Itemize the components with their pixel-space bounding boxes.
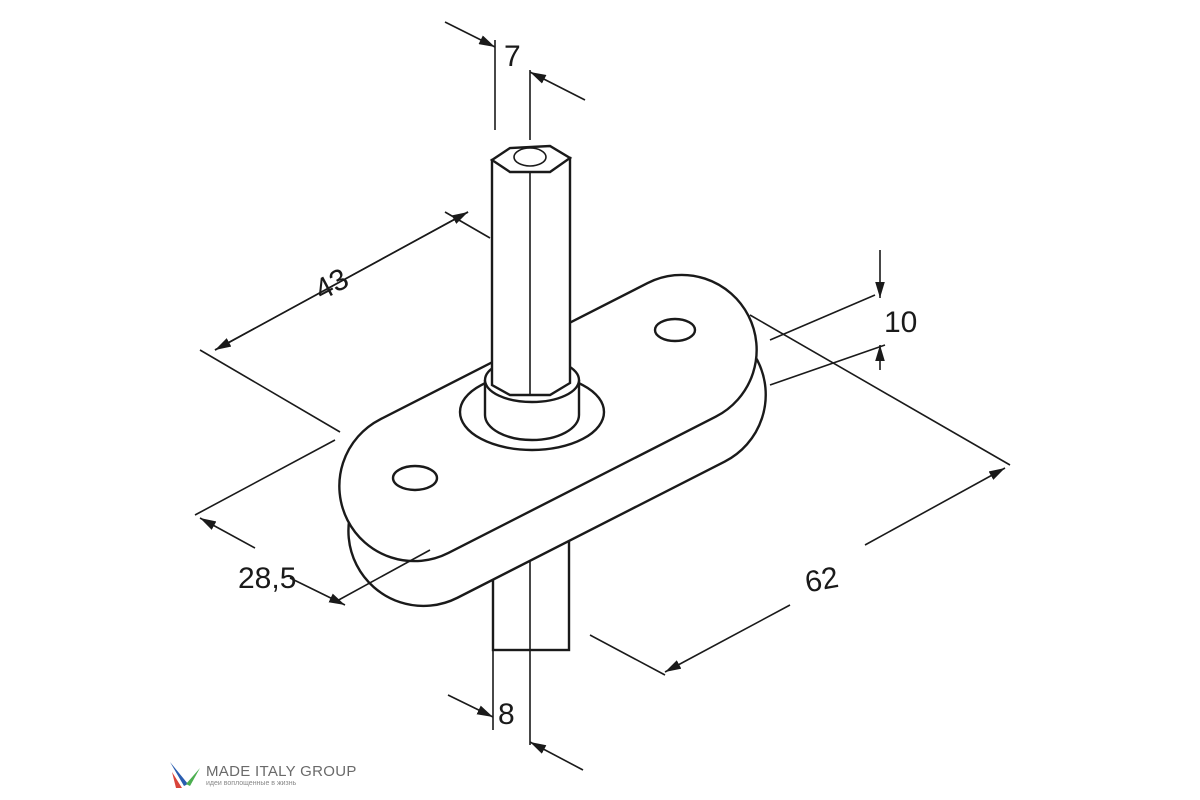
- svg-text:62: 62: [802, 561, 841, 599]
- top-shaft: [489, 144, 573, 397]
- logo-mark-icon: [170, 762, 200, 788]
- dimension-8: 8: [447, 640, 584, 771]
- svg-text:28,5: 28,5: [238, 562, 296, 595]
- svg-text:10: 10: [884, 306, 917, 339]
- mounting-hole-left: [391, 464, 439, 492]
- dimension-62: 62: [589, 314, 1011, 676]
- brand-logo: MADE ITALY GROUP идеи воплощенные в жизн…: [168, 760, 357, 790]
- dimension-10: 10: [769, 250, 917, 386]
- svg-text:7: 7: [504, 40, 521, 73]
- mounting-hole-right: [653, 317, 697, 343]
- logo-tagline: идеи воплощенные в жизнь: [206, 780, 297, 787]
- svg-text:43: 43: [309, 262, 354, 307]
- dimension-7: 7: [444, 21, 586, 140]
- logo-name: MADE ITALY GROUP: [206, 763, 357, 780]
- svg-text:8: 8: [498, 698, 515, 731]
- dimension-28-5: 28,5: [194, 439, 431, 606]
